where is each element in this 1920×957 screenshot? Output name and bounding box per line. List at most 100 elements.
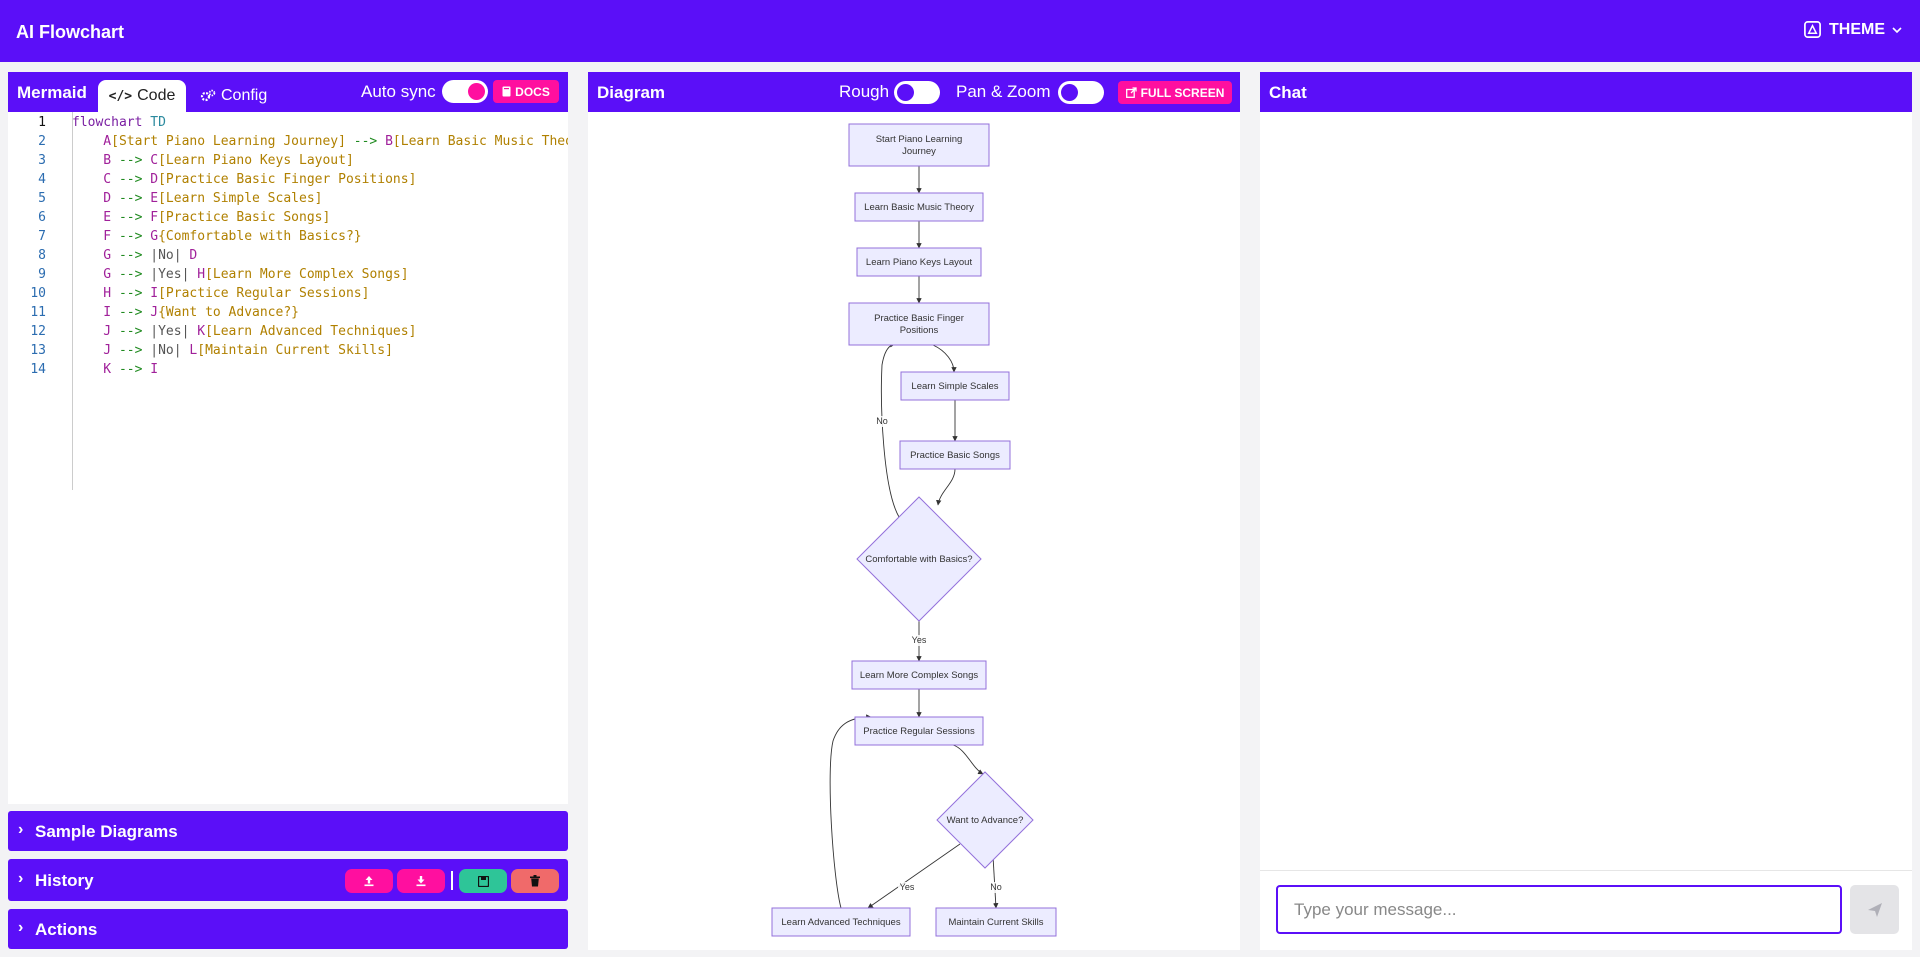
fullscreen-button[interactable]: FULL SCREEN	[1118, 81, 1232, 104]
code-text: C --> D[Practice Basic Finger Positions]	[72, 172, 416, 187]
delete-button[interactable]	[511, 869, 559, 893]
divider	[451, 871, 453, 890]
code-token: [Practice Basic Finger Positions]	[158, 172, 417, 187]
diagram-title: Diagram	[597, 83, 666, 102]
line-number: 11	[30, 305, 46, 320]
docs-button[interactable]: DOCS	[493, 80, 559, 103]
sample-diagrams-accordion[interactable]: › Sample Diagrams	[8, 811, 568, 851]
chat-divider	[1260, 870, 1912, 871]
code-line[interactable]: 13 J --> |No| L[Maintain Current Skills]	[8, 343, 568, 362]
toggle-knob	[1061, 84, 1078, 101]
code-token: [Start Piano Learning Journey]	[111, 134, 346, 149]
code-line[interactable]: 8 G --> |No| D	[8, 248, 568, 267]
code-token: E	[72, 210, 112, 225]
code-token: {Comfortable with Basics?}	[158, 229, 362, 244]
diagram-header: Diagram Rough Pan & Zoom FULL SCREEN	[588, 72, 1240, 112]
edge-k-i	[829, 714, 872, 909]
edge-g-d	[881, 342, 900, 518]
chat-message-input[interactable]	[1276, 885, 1842, 934]
code-text: D --> E[Learn Simple Scales]	[72, 191, 322, 206]
auto-sync-toggle[interactable]	[442, 80, 488, 103]
code-token: G	[72, 248, 112, 263]
code-text: G --> |Yes| H[Learn More Complex Songs]	[72, 267, 409, 282]
code-token: F	[72, 229, 112, 244]
pan-zoom-toggle[interactable]	[1058, 81, 1104, 104]
code-token: |No|	[150, 343, 190, 358]
trash-icon	[530, 875, 540, 887]
code-token: G	[72, 267, 112, 282]
node-label: Maintain Current Skills	[948, 917, 1043, 928]
theme-button[interactable]: THEME	[1803, 20, 1902, 39]
editor-title: Mermaid	[17, 83, 87, 102]
code-text: F --> G{Comfortable with Basics?}	[72, 229, 362, 244]
edge-label-yes-bg	[910, 635, 928, 646]
code-token: -->	[111, 362, 151, 377]
node-b	[854, 192, 984, 222]
code-token: D	[150, 172, 159, 187]
code-line[interactable]: 14 K --> I	[8, 362, 568, 381]
external-link-icon	[1125, 87, 1137, 98]
save-icon	[477, 875, 489, 887]
code-line[interactable]: 2 A[Start Piano Learning Journey] --> B[…	[8, 134, 568, 153]
code-text: G --> |No| D	[72, 248, 197, 263]
node-e	[900, 371, 1010, 401]
toggle-knob	[897, 84, 914, 101]
actions-accordion[interactable]: › Actions	[8, 909, 568, 949]
chat-header: Chat	[1260, 72, 1912, 112]
save-button[interactable]	[459, 869, 507, 893]
code-line[interactable]: 7 F --> G{Comfortable with Basics?}	[8, 229, 568, 248]
editor-header: Mermaid </> Code Config Auto sync DOCS	[8, 72, 568, 112]
history-accordion[interactable]: › History	[8, 859, 568, 901]
edge-label-yes: Yes	[912, 635, 927, 645]
upload-button[interactable]	[345, 869, 393, 893]
code-token: I	[72, 305, 112, 320]
code-line[interactable]: 6 E --> F[Practice Basic Songs]	[8, 210, 568, 229]
download-button[interactable]	[397, 869, 445, 893]
line-number: 12	[30, 324, 46, 339]
node-label: Journey	[902, 146, 936, 157]
rough-toggle[interactable]	[894, 81, 940, 104]
code-line[interactable]: 9 G --> |Yes| H[Learn More Complex Songs…	[8, 267, 568, 286]
node-label: Learn More Complex Songs	[860, 670, 979, 681]
code-token: [Learn More Complex Songs]	[205, 267, 409, 282]
line-number: 5	[38, 191, 46, 206]
docs-label: DOCS	[515, 84, 550, 99]
code-line[interactable]: 11 I --> J{Want to Advance?}	[8, 305, 568, 324]
code-token: -->	[111, 324, 151, 339]
edge-label-yes: Yes	[900, 882, 915, 892]
code-line[interactable]: 5 D --> E[Learn Simple Scales]	[8, 191, 568, 210]
code-token: -->	[111, 153, 151, 168]
tab-code[interactable]: </> Code	[98, 80, 186, 112]
code-token: -->	[111, 343, 151, 358]
node-label: Learn Advanced Techniques	[781, 917, 900, 928]
code-line[interactable]: 12 J --> |Yes| K[Learn Advanced Techniqu…	[8, 324, 568, 343]
theme-icon	[1804, 21, 1821, 38]
line-number: 2	[38, 134, 46, 149]
code-token: E	[150, 191, 159, 206]
code-token: K	[197, 324, 206, 339]
code-token: [Learn Basic Music Theory]	[392, 134, 568, 149]
actions-label: Actions	[35, 920, 98, 939]
code-line[interactable]: 10 H --> I[Practice Regular Sessions]	[8, 286, 568, 305]
code-token: J	[72, 343, 112, 358]
code-text: J --> |Yes| K[Learn Advanced Techniques]	[72, 324, 416, 339]
code-token: L	[189, 343, 198, 358]
node-c	[856, 247, 982, 277]
code-token: H	[72, 286, 112, 301]
code-text: J --> |No| L[Maintain Current Skills]	[72, 343, 393, 358]
edge-label-no-bg	[987, 882, 1005, 893]
edge-f-g	[936, 468, 956, 506]
code-token: A	[72, 134, 112, 149]
fullscreen-label: FULL SCREEN	[1140, 85, 1225, 100]
code-token: [Practice Regular Sessions]	[158, 286, 370, 301]
code-line[interactable]: 3 B --> C[Learn Piano Keys Layout]	[8, 153, 568, 172]
chevron-down-icon	[1892, 26, 1902, 33]
code-line[interactable]: 4 C --> D[Practice Basic Finger Position…	[8, 172, 568, 191]
send-button[interactable]	[1850, 885, 1899, 934]
code-token: [Maintain Current Skills]	[197, 343, 393, 358]
tab-config[interactable]: Config	[200, 80, 267, 112]
